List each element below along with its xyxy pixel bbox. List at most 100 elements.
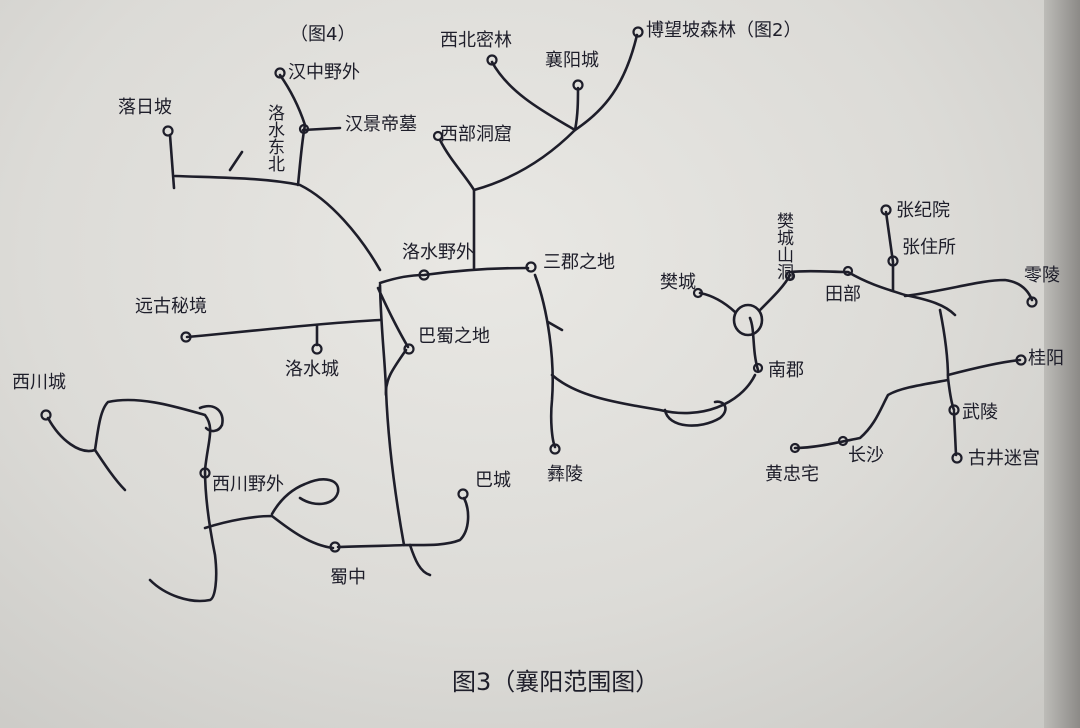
label-huangzhong-zhai: 黄忠宅 xyxy=(765,464,819,485)
node-bashu xyxy=(403,343,415,355)
label-fanyu-shandong: 樊城山洞 xyxy=(773,212,794,280)
node-wuling xyxy=(948,404,960,416)
label-xibu-dongku: 西部洞窟 xyxy=(440,124,512,145)
route-to-changsha xyxy=(793,378,950,450)
route-shuzhong-east xyxy=(336,496,470,549)
route-roundabout xyxy=(732,303,764,337)
node-yiling xyxy=(549,443,561,455)
route-xichuan-loop-2 xyxy=(198,404,224,433)
route-to-boshuo xyxy=(573,33,639,132)
node-fanyu-shandong xyxy=(784,270,796,282)
map-title: 图3（襄阳范围图） xyxy=(452,668,659,696)
label-hanjing-yumu: 汉景帝墓 xyxy=(345,114,417,135)
route-east-south xyxy=(938,308,956,412)
node-xibu-dongku xyxy=(432,130,444,142)
label-tianbu: 田部 xyxy=(825,284,861,305)
route-sanjun-tick xyxy=(546,320,564,332)
route-south-loop xyxy=(663,400,727,427)
node-zhang-zhusuo xyxy=(887,255,899,267)
route-north-west xyxy=(173,174,382,272)
label-shuzhong: 蜀中 xyxy=(330,567,366,588)
node-xichuan-cheng xyxy=(40,409,52,421)
label-tu4: （图4） xyxy=(290,24,355,45)
map-labels: （图4） 汉中野外 洛水东北 汉景帝墓 落日坡 西北密林 襄阳城 博望坡森林（图… xyxy=(12,20,1064,696)
label-yiling: 彝陵 xyxy=(547,464,583,485)
route-to-zhuanyuan xyxy=(884,210,895,292)
route-luori-spur xyxy=(168,133,176,190)
route-hanjing-spur xyxy=(301,126,342,132)
route-to-fancheng xyxy=(698,291,737,314)
label-zhang-zhusuo: 张住所 xyxy=(902,237,956,258)
node-xiangyang-cheng xyxy=(572,79,584,91)
node-lingling xyxy=(1026,296,1038,308)
route-to-xiangyang xyxy=(472,86,580,192)
label-changsha: 长沙 xyxy=(848,445,884,466)
label-luoshui-dongbei: 洛水东北 xyxy=(264,104,285,172)
node-shuzhong xyxy=(329,541,341,553)
node-changsha xyxy=(837,435,849,447)
label-sanjun: 三郡之地 xyxy=(543,252,615,273)
label-yuanlin-mijing: 远古秘境 xyxy=(135,296,207,317)
label-bashu: 巴蜀之地 xyxy=(418,326,490,347)
label-fancheng: 樊城 xyxy=(660,272,696,293)
node-luoshui-yewai xyxy=(418,269,430,281)
label-boshuo-senlin: 博望坡森林（图2） xyxy=(646,20,801,41)
route-to-shuzhong xyxy=(203,514,335,550)
route-to-gujing xyxy=(952,410,958,457)
node-fancheng xyxy=(692,287,704,299)
label-luoshui-yewai: 洛水野外 xyxy=(402,242,474,263)
route-xichuan-spur xyxy=(46,416,127,492)
route-bashu-spur xyxy=(376,286,410,349)
label-xichuan-cheng: 西川城 xyxy=(12,372,66,393)
label-xibei-mulin: 西北密林 xyxy=(440,30,512,51)
route-sanjun-south xyxy=(533,273,557,449)
node-hanzhong-yewai xyxy=(274,67,286,79)
label-luori-po: 落日坡 xyxy=(118,97,172,118)
node-guiyang xyxy=(1015,354,1027,366)
node-bacheng xyxy=(457,488,469,500)
node-luori-po xyxy=(162,125,174,137)
node-sanjun xyxy=(525,261,537,273)
label-gujing-migong: 古井迷宫 xyxy=(968,448,1040,469)
node-gujing-migong xyxy=(951,452,963,464)
paper-edge-shadow xyxy=(1044,0,1080,728)
node-huangzhong-zhai xyxy=(789,442,801,454)
route-sanjun-east xyxy=(550,373,757,415)
route-shuzhong-tail xyxy=(408,543,432,577)
node-yuanlin-mijing xyxy=(180,331,192,343)
route-nanjun-north xyxy=(748,316,760,372)
route-west-branch xyxy=(185,318,382,339)
route-xichuan-loop xyxy=(93,398,218,603)
route-luoshui-trunk xyxy=(378,283,406,547)
route-to-lingling xyxy=(903,278,1034,302)
node-xibei-mulin xyxy=(486,54,498,66)
route-to-fanyu xyxy=(758,273,792,312)
node-nanjun xyxy=(752,362,764,374)
label-bacheng: 巴城 xyxy=(475,470,511,491)
node-boshuo-senlin xyxy=(632,26,644,38)
route-network xyxy=(46,33,1034,603)
label-luoshui-cheng: 洛水城 xyxy=(285,359,339,380)
label-lingling: 零陵 xyxy=(1024,265,1060,286)
label-guiyang: 桂阳 xyxy=(1028,348,1064,369)
label-hanzhong-yewai: 汉中野外 xyxy=(288,62,360,83)
map-nodes xyxy=(40,26,1038,553)
label-xichuan-yewai: 西川野外 xyxy=(212,474,284,495)
route-shuzhong-loop xyxy=(270,478,340,516)
node-zhang-zhuanyuan xyxy=(880,204,892,216)
node-luoshui-cheng xyxy=(311,343,323,355)
node-tianbu xyxy=(842,265,854,277)
route-bashu-south xyxy=(384,348,408,397)
label-nanjun: 南郡 xyxy=(768,360,804,381)
label-wuling: 武陵 xyxy=(962,402,998,423)
route-yewai-sanjun xyxy=(378,266,530,285)
node-hanjing-yumu xyxy=(298,123,310,135)
label-xiangyang-cheng: 襄阳城 xyxy=(545,50,599,71)
route-to-xibei xyxy=(490,60,577,132)
node-xichuan-yewai xyxy=(199,467,211,479)
label-zhang-zhuanyuan: 张纪院 xyxy=(896,200,950,221)
route-to-guiyang xyxy=(946,358,1022,377)
route-east xyxy=(788,269,957,317)
